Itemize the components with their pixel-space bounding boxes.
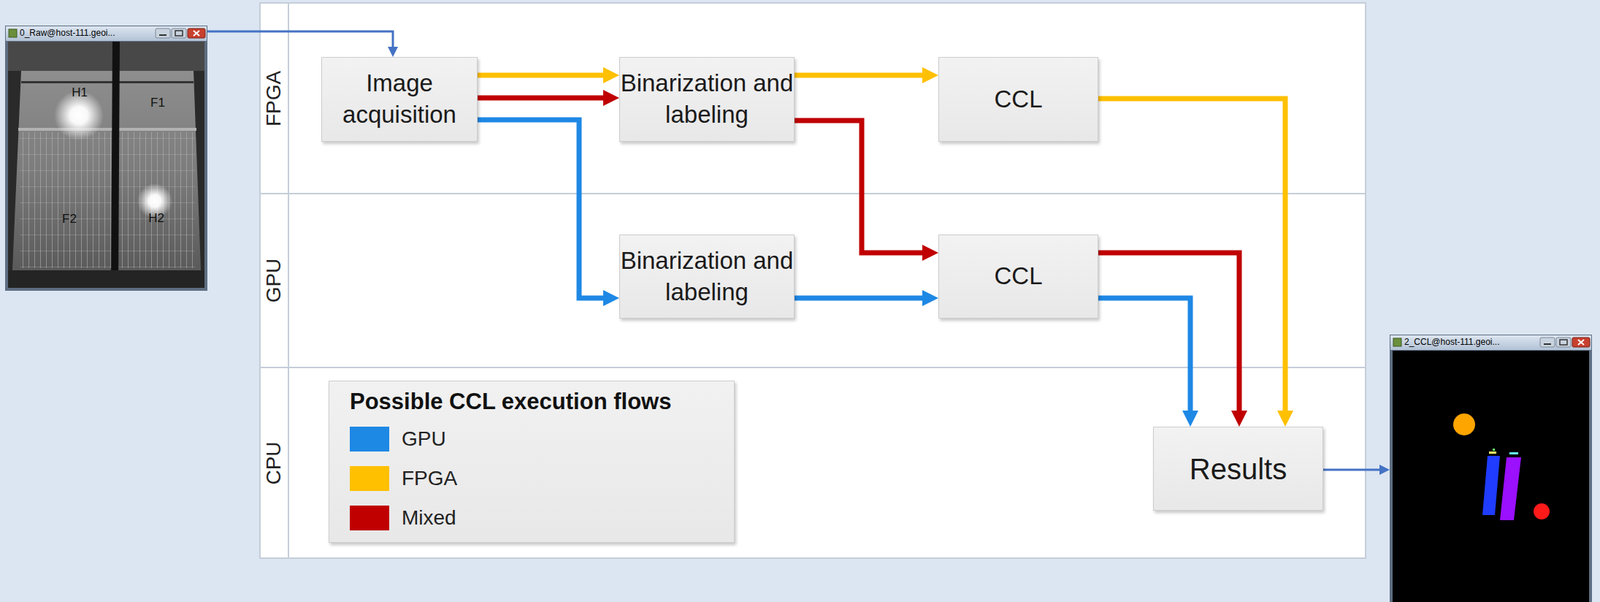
component-bar bbox=[1482, 455, 1500, 515]
image-panel bbox=[12, 70, 201, 271]
close-glyph bbox=[193, 30, 200, 36]
image-beam bbox=[21, 81, 194, 84]
flow-arrow bbox=[477, 73, 610, 79]
flow-arrow bbox=[1098, 252, 1240, 417]
image-label: F1 bbox=[150, 95, 166, 111]
legend-swatch bbox=[349, 505, 390, 531]
image-beam bbox=[18, 127, 197, 131]
component-speck bbox=[1489, 451, 1497, 454]
process-label: CCL bbox=[993, 83, 1043, 116]
ccl-image bbox=[1392, 350, 1590, 602]
component-bar bbox=[1499, 457, 1522, 520]
process-label: Results bbox=[1189, 449, 1287, 488]
minimize-glyph bbox=[159, 34, 167, 36]
flow-arrow bbox=[1098, 98, 1286, 417]
flow-arrow bbox=[1323, 468, 1384, 472]
image-bar bbox=[110, 41, 120, 288]
window-frame bbox=[5, 25, 208, 291]
close-button bbox=[187, 28, 206, 38]
legend-row: FPGA bbox=[349, 458, 720, 499]
input-window-frame bbox=[5, 25, 208, 291]
raw-image bbox=[8, 41, 205, 288]
lane-divider bbox=[259, 192, 1366, 195]
flow-arrow bbox=[794, 73, 929, 79]
flow-arrow bbox=[794, 295, 929, 301]
process-box: Image acquisition bbox=[321, 56, 478, 142]
flow-arrow bbox=[477, 119, 610, 298]
maximize-button bbox=[1556, 337, 1571, 347]
legend-title: Possible CCL execution flows bbox=[349, 387, 672, 417]
lane-divider bbox=[259, 366, 1366, 369]
swimlane: CPU Possible CCL execution flowsGPU FPGA Mi… bbox=[259, 367, 1366, 558]
image-window: 0_Raw@host-111.geoi... bbox=[5, 25, 208, 291]
process-box: Binarization and labeling bbox=[619, 234, 795, 319]
image-label: H2 bbox=[148, 211, 165, 226]
component-speck bbox=[1492, 448, 1495, 451]
close-glyph bbox=[193, 30, 200, 36]
close-glyph bbox=[1578, 339, 1584, 345]
minimize-button bbox=[1540, 337, 1555, 347]
lane-label: CPU bbox=[262, 441, 286, 485]
component-blob bbox=[1533, 503, 1550, 520]
maximize-glyph bbox=[175, 30, 183, 36]
title-bar bbox=[5, 26, 207, 41]
lane-label: FPGA bbox=[262, 70, 286, 126]
lane-header-divider bbox=[287, 2, 290, 558]
close-button bbox=[1572, 337, 1590, 347]
maximize-glyph bbox=[1559, 339, 1568, 345]
process-label: Binarization and labeling bbox=[619, 67, 794, 131]
legend-swatch bbox=[349, 426, 390, 452]
window-icon bbox=[1393, 338, 1402, 347]
minimize-button bbox=[155, 28, 171, 38]
flow-arrow bbox=[794, 120, 929, 253]
process-label: CCL bbox=[993, 260, 1043, 293]
window-frame bbox=[1389, 334, 1592, 602]
close-glyph bbox=[1578, 339, 1584, 345]
legend-row: GPU bbox=[349, 419, 720, 459]
swimlane: FPGA Image acquisition Binarization and la… bbox=[259, 2, 1366, 194]
window-title: 0_Raw@host-111.geoi... bbox=[19, 27, 115, 38]
swimlane: GPU Binarization and labeling CCL bbox=[259, 193, 1366, 368]
image-top-band bbox=[8, 41, 205, 71]
image-label: F2 bbox=[62, 211, 77, 227]
window-title: 2_CCL@host-111.geoi... bbox=[1404, 336, 1500, 347]
maximize-button bbox=[171, 28, 187, 38]
legend-row: Mixed bbox=[349, 498, 720, 538]
component-blob bbox=[1453, 413, 1476, 436]
flow-arrow bbox=[1098, 297, 1191, 417]
legend-label: FPGA bbox=[401, 466, 458, 491]
legend-swatch bbox=[349, 465, 390, 491]
process-label: Binarization and labeling bbox=[619, 245, 794, 309]
output-window-frame bbox=[1389, 334, 1592, 602]
legend-box: Possible CCL execution flowsGPU FPGA Mixed bbox=[328, 380, 735, 543]
component-speck bbox=[1509, 452, 1519, 455]
process-box: Results bbox=[1153, 426, 1324, 511]
flow-arrow bbox=[477, 95, 610, 101]
process-box: CCL bbox=[938, 56, 1099, 142]
image-bottom bbox=[8, 270, 205, 288]
image-window: 2_CCL@host-111.geoi... bbox=[1389, 334, 1592, 602]
minimize-glyph bbox=[1543, 343, 1552, 345]
image-grid bbox=[19, 132, 195, 269]
process-label: Image acquisition bbox=[322, 67, 477, 131]
process-box: Binarization and labeling bbox=[619, 56, 795, 142]
lane-label: GPU bbox=[262, 258, 286, 304]
legend-label: Mixed bbox=[401, 506, 457, 530]
process-box: CCL bbox=[938, 234, 1099, 319]
window-icon bbox=[8, 29, 17, 38]
flow-arrow bbox=[207, 31, 393, 52]
image-label: H1 bbox=[71, 85, 88, 101]
lane-panel bbox=[259, 2, 1366, 558]
legend-label: GPU bbox=[401, 427, 447, 451]
title-bar bbox=[1390, 335, 1592, 350]
